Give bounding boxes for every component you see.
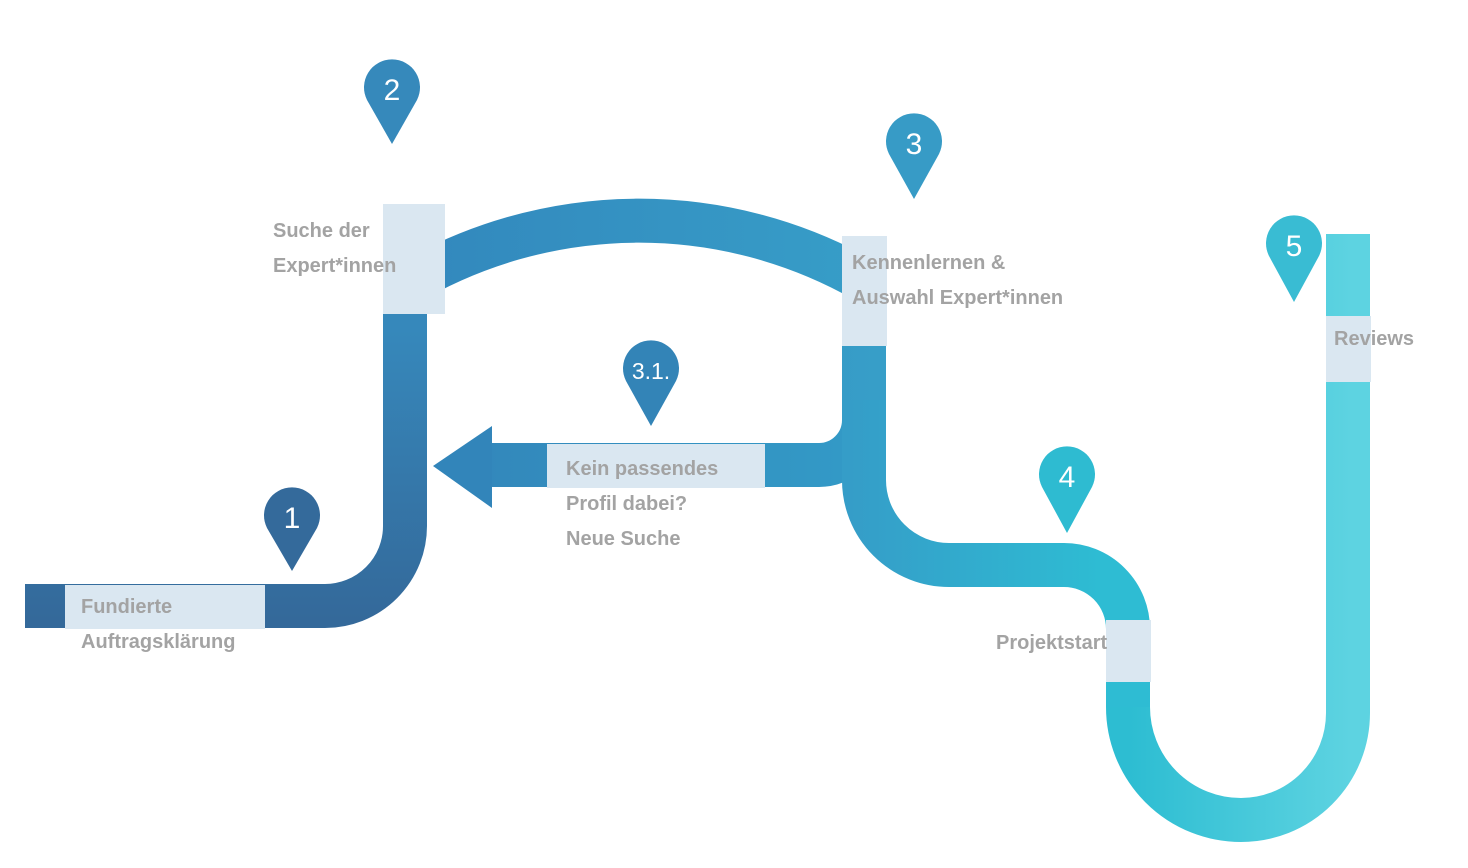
- map-pin-icon: [1266, 215, 1322, 302]
- step-3-1-label-line-2: Profil dabei?: [566, 493, 688, 515]
- map-pin-icon: [1039, 446, 1095, 533]
- label-band-3-1: [547, 444, 765, 488]
- step-4-label-line-1: Projektstart: [996, 632, 1108, 654]
- step-3-1-label-line-3: Neue Suche: [566, 528, 681, 550]
- pin-number: 2: [384, 74, 401, 107]
- step-3-1-label-line-1: Kein passendes: [566, 458, 719, 480]
- pin-number: 4: [1059, 461, 1076, 494]
- path-end-segment: [1106, 234, 1370, 843]
- label-band-4: [1106, 620, 1151, 682]
- pin-number: 5: [1286, 230, 1303, 263]
- step-2-label-line-2: Expert*innen: [273, 255, 397, 277]
- step-1-label-line-2: Auftragsklärung: [81, 631, 236, 653]
- path-start-segment: [25, 308, 427, 628]
- pin-step-3: 3: [886, 113, 942, 199]
- pin-step-5: 5: [1266, 215, 1322, 302]
- step-4-label: Projektstart: [996, 626, 1107, 661]
- step-1-label: Fundierte Auftragsklärung: [81, 590, 235, 660]
- label-bands: [65, 204, 1371, 682]
- pin-step-4: 4: [1039, 446, 1095, 533]
- step-2-label-line-1: Suche der: [273, 220, 370, 242]
- label-band-5: [1326, 316, 1371, 382]
- step-1-label-line-1: Fundierte: [81, 596, 173, 618]
- step-3-label: Kennenlernen & Auswahl Expert*innen: [852, 246, 1063, 316]
- label-band-1: [65, 585, 265, 629]
- step-5-label-line-1: Reviews: [1334, 328, 1415, 350]
- map-pin-icon: [364, 59, 420, 144]
- map-pin-icon: [623, 340, 679, 426]
- map-pin-icon: [264, 487, 320, 571]
- pin-step-1: 1: [264, 487, 320, 571]
- pin-number: 3: [906, 128, 923, 161]
- step-3-label-line-2: Auswahl Expert*innen: [852, 287, 1064, 309]
- step-3-label-line-1: Kennenlernen &: [852, 252, 1006, 274]
- label-band-2: [383, 204, 445, 314]
- pin-number: 1: [284, 502, 301, 535]
- roadmap-path: [25, 198, 1370, 843]
- pin-step-3-1: 3.1.: [623, 340, 679, 426]
- step-5-label: Reviews: [1334, 322, 1414, 357]
- pin-number: 3.1.: [632, 358, 670, 384]
- map-pin-icon: [886, 113, 942, 199]
- pin-step-2: 2: [364, 59, 420, 144]
- label-band-3: [842, 236, 887, 346]
- path-middle-segment: [842, 400, 1150, 707]
- branch-arrow-head: [433, 426, 492, 508]
- step-3-1-label: Kein passendes Profil dabei? Neue Suche: [566, 452, 718, 557]
- path-arch-segment: [383, 198, 886, 400]
- step-2-label: Suche der Expert*innen: [273, 214, 396, 284]
